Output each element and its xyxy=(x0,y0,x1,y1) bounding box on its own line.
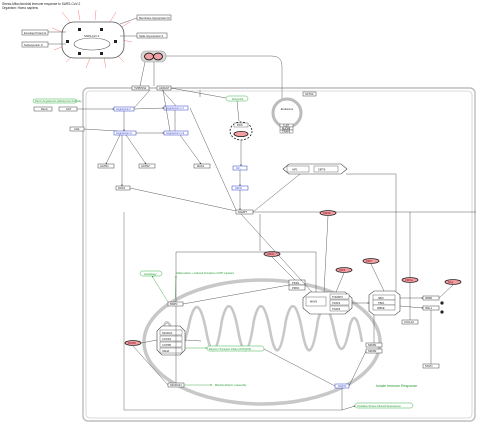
prkn-box[interactable] xyxy=(288,284,306,291)
renin-label: Renin xyxy=(41,107,48,111)
drug-oval-1-label: ORF9b xyxy=(323,212,331,215)
drug-oval-5-label: ORF3a xyxy=(405,279,413,282)
ros-drug[interactable] xyxy=(233,130,249,137)
drug-oval-3[interactable] xyxy=(335,267,353,273)
nox2-label: NOX2 xyxy=(118,186,126,190)
hif-complex-a: HIF1 xyxy=(292,167,298,171)
mas1-label: MAS1 xyxy=(197,164,205,168)
raas-pathway-label: Renin-Angiotensin-Aldosterone Pathway xyxy=(35,99,82,103)
nfkb1-label: NFKB1 xyxy=(368,343,377,347)
ifnl1-label: IFNL1 xyxy=(425,306,433,310)
myd88-label: MyD88 xyxy=(282,126,291,130)
ndufa4-label: NDUFA4 xyxy=(162,331,173,335)
ndufaf1-label: NDUFAF1 xyxy=(170,383,182,387)
membrane-glycoprotein-box xyxy=(136,14,172,21)
drug-oval-2-label: ORF9c xyxy=(267,253,275,256)
autophagy-node[interactable] xyxy=(139,270,163,277)
envelope-protein-box xyxy=(21,29,49,36)
organism-label: Organism: Homo sapiens xyxy=(2,6,38,10)
o2-label: O2·- xyxy=(236,166,241,170)
nsp-label: NLRX1 xyxy=(338,384,347,388)
ros-box[interactable] xyxy=(233,122,249,128)
endosome-label: Endosome xyxy=(281,107,294,111)
cox4i1-label: COX4I1 xyxy=(162,337,172,341)
traf6b-label: TRAF6 xyxy=(332,307,341,311)
ifnb1-label: IFNB1 xyxy=(425,296,433,300)
ace2-endosome-path xyxy=(166,55,283,100)
innate-immune-response[interactable]: Innate Immune Response xyxy=(376,384,417,388)
traf3-label: TRAF3 xyxy=(332,301,341,305)
mito-assembly-label[interactable]: Mitochondrial C-I assembly xyxy=(215,383,247,387)
agtr1-label: AGTR1 xyxy=(100,164,109,168)
tbk1-label: TBK1 xyxy=(378,301,385,305)
h2o2-label: H2O2 xyxy=(235,186,242,190)
drug-oval-4-label: NSP7 xyxy=(366,260,373,263)
drug-oval-6-label: Drug xyxy=(448,281,454,284)
hctfa-box[interactable] xyxy=(302,91,317,97)
tmprss2-box[interactable] xyxy=(131,85,150,91)
prkn-label: PRKN xyxy=(292,286,299,290)
nampt-label: NAMPT xyxy=(238,210,247,214)
stat1-label: STAT1 xyxy=(425,364,433,368)
angiotensin-17-label: Angiotensin 1-7 xyxy=(166,106,185,110)
agt-label: AGT xyxy=(66,107,72,111)
ikbke-label: IKBKE xyxy=(377,306,385,310)
cell-membrane xyxy=(82,87,476,422)
drug-oval-3-label: NSP6 xyxy=(339,269,346,272)
cell-membrane-inner xyxy=(85,90,473,419)
flavonoid-label: Flavonoid xyxy=(232,97,244,101)
drug-oval-4[interactable] xyxy=(362,258,380,264)
nucleoprotein-label: Nucleoprotein N xyxy=(24,43,43,47)
membrane-glycoprotein-label: Membrane Glycoprotein M xyxy=(139,16,170,20)
renin-box[interactable] xyxy=(33,106,53,112)
agtr2-label: AGTR2 xyxy=(141,164,150,168)
autophagy-label: Autophagy xyxy=(144,272,157,276)
spike-glycoprotein-box xyxy=(136,32,168,39)
spike-glycoprotein-label: Spike Glycoprotein S xyxy=(139,34,163,38)
inflammation-label[interactable]: Inflammation + reduced formation of ATP … xyxy=(176,271,234,275)
mas1-box[interactable] xyxy=(193,163,211,169)
oxidative-stress-label: Oxidative Stress Induced Senescence xyxy=(357,404,401,408)
virion-label: SARS-CoV-2 xyxy=(84,34,100,38)
agtr2-box[interactable] xyxy=(138,163,156,169)
envelope-protein-label: Envelope Protein E xyxy=(24,31,46,35)
nucleoprotein-box xyxy=(21,41,49,48)
cxcl10-label: CXCL10 xyxy=(404,320,414,324)
bnip3-label: BNIP3 xyxy=(170,302,178,306)
sdha-label: SDHA xyxy=(162,349,169,353)
etc-label: Electron Transport Chain (OXPHOS) xyxy=(209,347,251,351)
drug-oval-2[interactable] xyxy=(263,251,281,257)
ace2-complex[interactable] xyxy=(140,50,167,63)
hif-complex-b: SIRT6 xyxy=(318,167,326,171)
traf6-label: TRAF6 xyxy=(282,129,291,133)
traf6-box[interactable] xyxy=(279,129,294,134)
tlr7-label: TLR7 xyxy=(283,123,290,127)
drug-oval-1[interactable] xyxy=(319,210,337,216)
raas-pathway-box[interactable] xyxy=(32,98,78,104)
endosome[interactable] xyxy=(271,97,303,129)
angiotensin-19-label: Angiotensin 1-9 xyxy=(166,131,185,135)
nfkb2-label: NFKB2 xyxy=(368,349,377,353)
ace-label: ACE xyxy=(74,127,80,131)
page-title: Stress-Mitochondrial immune response to … xyxy=(2,2,81,6)
virion-group: SARS-CoV-2 xyxy=(51,9,133,69)
angiotensin-ii-label: Angiotensin II xyxy=(116,131,132,135)
tomm70-label: TOMM70 xyxy=(332,295,343,299)
ros-label: ROS xyxy=(237,123,243,127)
drug-oval-7-label: DDX58 xyxy=(128,342,136,345)
pink1-label: PINK1 xyxy=(292,281,300,285)
oxidative-stress-node[interactable] xyxy=(354,402,414,409)
cox5b-label: COX5B xyxy=(162,343,171,347)
virion-core xyxy=(73,37,111,51)
tmprss2-label: TMPRSS2 xyxy=(134,86,147,90)
mavs-label: MAVS xyxy=(310,300,317,304)
drug-oval-6[interactable] xyxy=(444,279,462,285)
hctfa-label: HCTFA xyxy=(305,92,314,96)
angiotensin-i-label: Angiotensin I xyxy=(116,107,131,111)
adam17-label: ADAM17 xyxy=(159,86,170,90)
irf3-label: IRF3 xyxy=(378,296,384,300)
